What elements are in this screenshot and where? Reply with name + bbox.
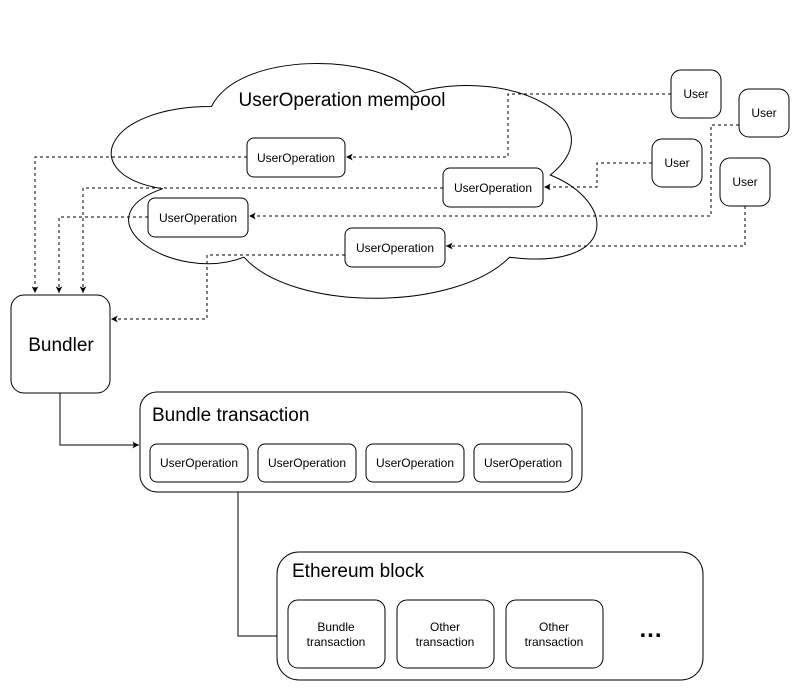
mempool-op-box-3 [147, 197, 249, 238]
mempool-op-node-1: UserOperation [246, 137, 346, 178]
eth-tx-node-other-1: Other transaction [396, 599, 495, 669]
mempool-cloud [110, 63, 598, 299]
user-node-3: User [651, 138, 703, 188]
bundler-node: Bundler [10, 294, 111, 394]
eth-tx-other2-line-2: transaction [525, 635, 584, 649]
bundle-tx-op-label-3: UserOperation [376, 456, 454, 470]
eth-tx-node-bundle: Bundle transaction [287, 599, 386, 669]
bundle-tx-op-box-2 [257, 443, 357, 483]
user-label-4: User [732, 175, 757, 189]
bundle-tx-op-label-4: UserOperation [484, 456, 562, 470]
eth-tx-node-other-2: Other transaction [505, 599, 604, 669]
ethereum-block-title: Ethereum block [292, 561, 425, 582]
eth-tx-box-bundle [287, 599, 386, 669]
bundle-transaction-box [139, 391, 583, 493]
more-transactions-ellipsis: ... [639, 616, 662, 643]
user-box-1 [670, 69, 722, 119]
mempool-op-label-1: UserOperation [257, 151, 335, 165]
mempool-op-box-2 [442, 167, 544, 208]
eth-tx-box-other-1 [396, 599, 495, 669]
mempool-op-node-4: UserOperation [344, 227, 446, 268]
user-node-2: User [738, 88, 790, 138]
bundle-transaction-title: Bundle transaction [152, 405, 309, 426]
mempool-op-box-1 [246, 137, 346, 178]
user-label-3: User [664, 156, 689, 170]
mempool-title: UserOperation mempool [239, 90, 446, 111]
bundle-tx-op-box-3 [365, 443, 465, 483]
eth-tx-other2-line-1: Other [539, 620, 569, 634]
bundle-tx-op-label-1: UserOperation [160, 456, 238, 470]
bundle-tx-op-node-1: UserOperation [149, 443, 249, 483]
eth-tx-box-other-2 [505, 599, 604, 669]
edge-mempool-op4-to-bundler [111, 254, 345, 323]
edge-mempool-op3-to-bundler [55, 216, 148, 293]
edge-bundle-transaction-to-ethereum-block [237, 492, 287, 640]
mempool-op-node-3: UserOperation [147, 197, 249, 238]
user-box-2 [738, 88, 790, 138]
user-node-1: User [670, 69, 722, 119]
edge-bundler-to-bundle-transaction [59, 393, 139, 449]
user-label-2: User [751, 106, 776, 120]
user-label-1: User [683, 87, 708, 101]
edge-user1-to-mempool-op1 [346, 93, 671, 161]
ethereum-block-container: Ethereum block Bundle transaction Other … [276, 551, 704, 681]
edge-user2-to-mempool-op3 [248, 124, 739, 220]
bundler-label: Bundler [28, 335, 94, 356]
bundle-transaction-container: Bundle transaction UserOperation UserOpe… [139, 391, 583, 493]
bundle-tx-op-box-1 [149, 443, 249, 483]
bundler-box [10, 294, 111, 394]
mempool-op-node-2: UserOperation [442, 167, 544, 208]
bundle-tx-op-node-3: UserOperation [365, 443, 465, 483]
user-box-4 [719, 157, 771, 207]
edge-user4-to-mempool-op4 [446, 206, 746, 250]
bundle-tx-op-node-2: UserOperation [257, 443, 357, 483]
mempool-op-label-4: UserOperation [356, 241, 434, 255]
eth-tx-other1-line-2: transaction [416, 635, 475, 649]
bundle-tx-op-node-4: UserOperation [473, 443, 573, 483]
eth-tx-bundle-line-2: transaction [307, 635, 366, 649]
mempool-op-box-4 [344, 227, 446, 268]
eth-tx-bundle-line-1: Bundle [317, 620, 355, 634]
user-node-4: User [719, 157, 771, 207]
mempool-op-label-3: UserOperation [159, 211, 237, 225]
edge-mempool-op2-to-bundler [79, 187, 443, 293]
edge-mempool-op1-to-bundler [31, 156, 247, 293]
mempool-op-label-2: UserOperation [454, 181, 532, 195]
user-box-3 [651, 138, 703, 188]
eth-tx-other1-line-1: Other [430, 620, 460, 634]
edge-user3-to-mempool-op2 [544, 162, 652, 191]
bundle-tx-op-box-4 [473, 443, 573, 483]
bundle-tx-op-label-2: UserOperation [268, 456, 346, 470]
